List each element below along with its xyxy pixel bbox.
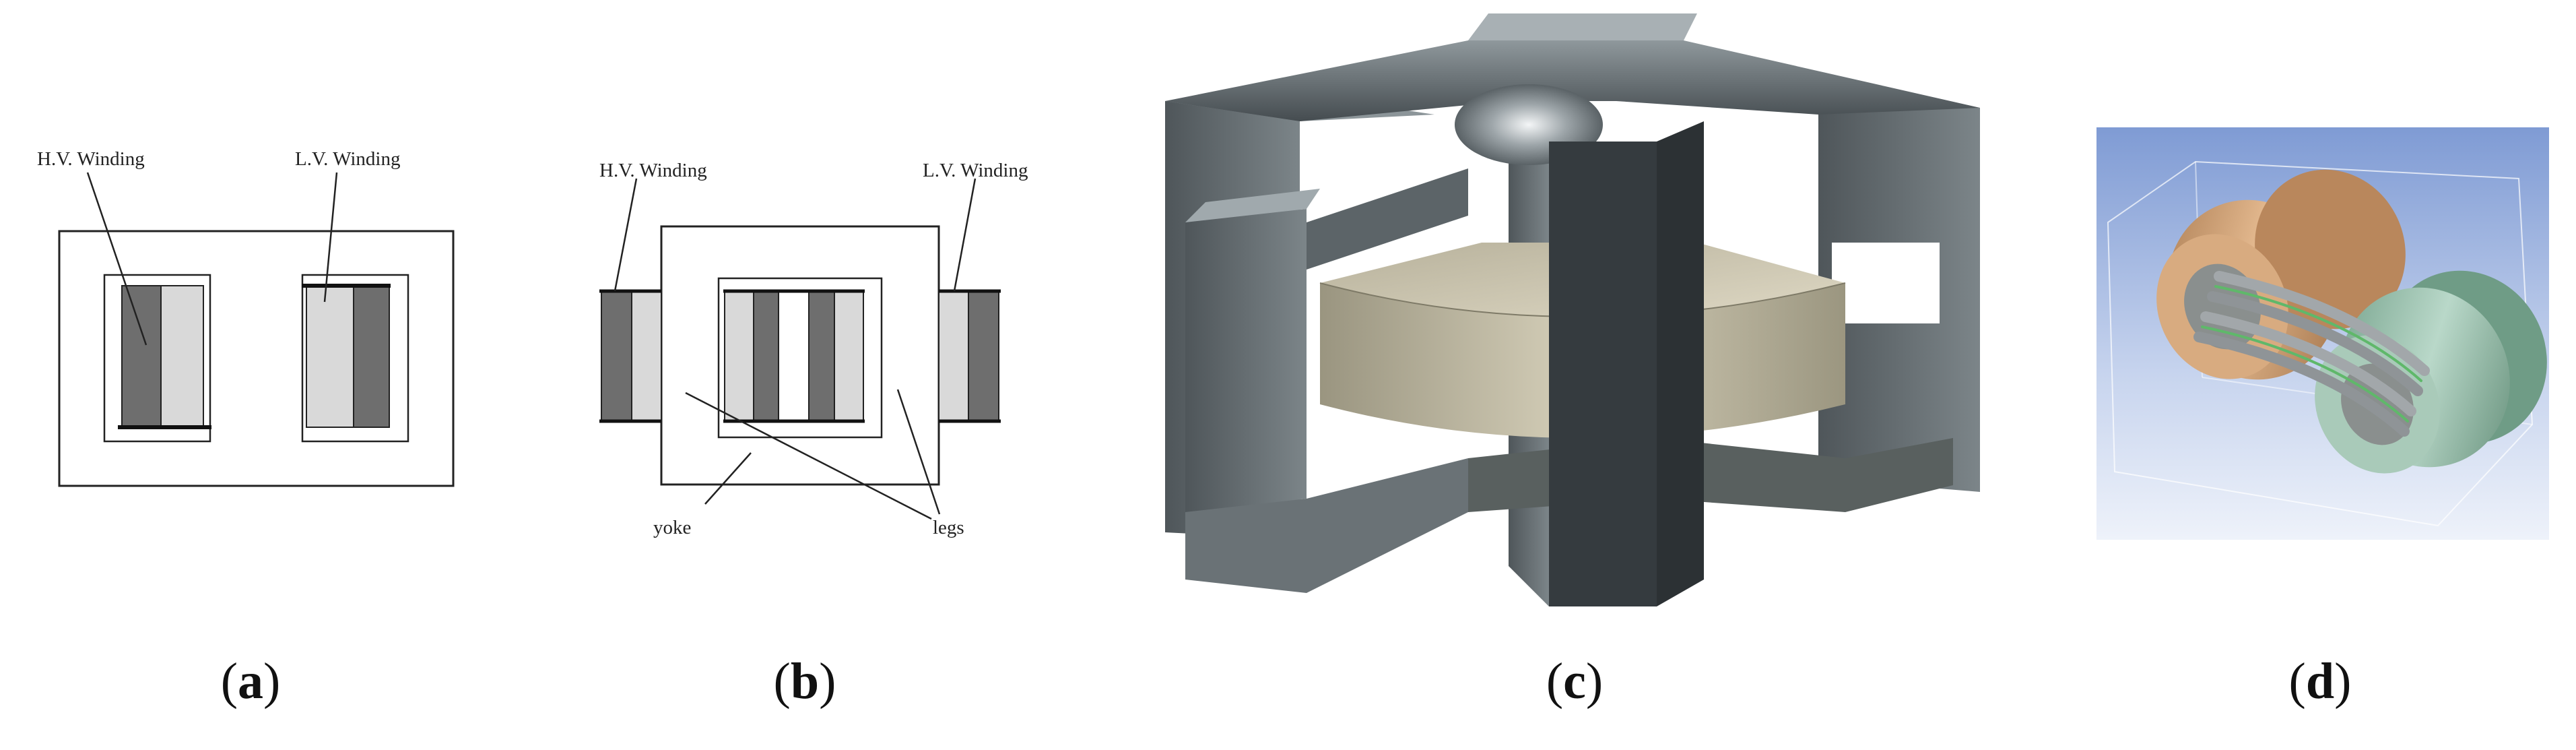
hv-winding-light bbox=[160, 285, 204, 428]
lv-winding-label: L.V. Winding bbox=[295, 148, 400, 170]
inner-right-light bbox=[834, 290, 864, 422]
hv-outer-dark bbox=[601, 290, 632, 422]
yoke-label: yoke bbox=[653, 517, 691, 538]
core-outline bbox=[58, 230, 455, 487]
lv-winding-dark bbox=[353, 285, 390, 428]
panel-c-3d-core bbox=[1165, 13, 1980, 606]
caption-b: (b) bbox=[773, 653, 836, 710]
lv-outer-light bbox=[938, 290, 969, 422]
caption-c: (c) bbox=[1546, 653, 1604, 710]
front-left-limb bbox=[1185, 209, 1307, 512]
core-rods bbox=[2193, 271, 2430, 437]
hv-winding-dark bbox=[121, 285, 162, 428]
panel-b-diagram: H.V. Winding L.V. Winding yoke legs bbox=[599, 160, 1028, 538]
lv-outer-dark bbox=[968, 290, 999, 422]
panel-d-simulation bbox=[2096, 127, 2549, 540]
front-left-yoke bbox=[1185, 458, 1468, 593]
lv-winding-light bbox=[306, 285, 354, 428]
hv-winding-label: H.V. Winding bbox=[599, 160, 707, 181]
lv-winding-label: L.V. Winding bbox=[923, 160, 1028, 181]
legs-label: legs bbox=[933, 517, 964, 538]
top-crossbar bbox=[1165, 40, 1980, 121]
panel-a-diagram: H.V. Winding L.V. Winding bbox=[37, 148, 455, 487]
inner-left-light bbox=[724, 290, 754, 422]
caption-a: (a) bbox=[220, 653, 281, 710]
caption-d: (d) bbox=[2288, 653, 2352, 710]
inner-right-dark bbox=[808, 290, 835, 422]
inner-left-dark bbox=[753, 290, 779, 422]
hv-outer-light bbox=[631, 290, 662, 422]
hv-winding-label: H.V. Winding bbox=[37, 148, 145, 170]
